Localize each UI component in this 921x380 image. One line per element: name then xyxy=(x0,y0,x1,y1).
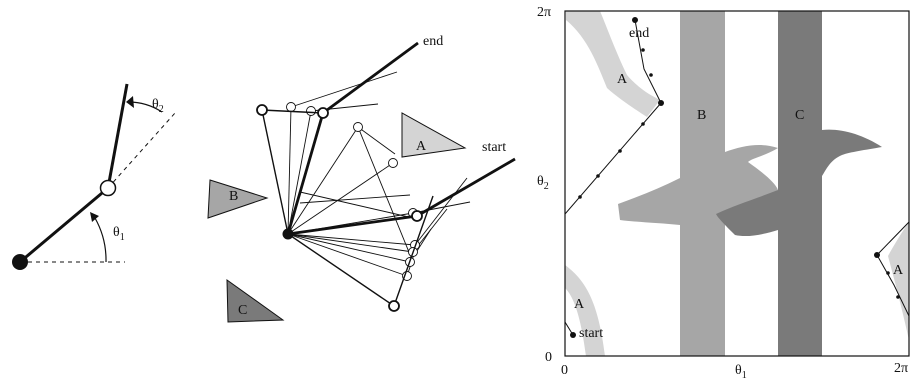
cspace-frame xyxy=(564,10,910,357)
arm-link-2 xyxy=(106,83,129,189)
arm-link-1 xyxy=(19,186,109,264)
cspace-region-a-right-label: A xyxy=(893,263,904,278)
cspace-region-b-label: B xyxy=(697,108,706,123)
intermediate-arm-poses xyxy=(287,71,471,277)
configuration-space-plot: A B C A A start end 2π θ2 0 0 θ1 2π xyxy=(537,5,910,380)
workspace-obstacle-a-label: A xyxy=(416,139,427,154)
start-elbow-joint xyxy=(411,210,423,222)
end-pose-link-2 xyxy=(322,41,419,115)
y-axis-origin-label: 0 xyxy=(545,350,552,365)
x-axis-label: θ1 xyxy=(735,363,747,380)
cspace-region-a-top-label: A xyxy=(617,72,628,87)
outline-corner-joint-top xyxy=(256,104,268,116)
workspace-base-joint xyxy=(282,228,294,240)
cspace-region-b xyxy=(618,11,778,356)
end-pose-link-1 xyxy=(286,112,325,235)
workspace-obstacle-a xyxy=(401,112,467,158)
cspace-region-c xyxy=(716,11,882,356)
cspace-start-label: start xyxy=(579,326,603,341)
theta1-arc-arrow xyxy=(94,217,107,263)
cspace-region-a-bottom-label: A xyxy=(574,297,585,312)
theta2-reference-line xyxy=(107,112,176,189)
theta2-label: θ2 xyxy=(152,97,164,115)
intermediate-joint-circles xyxy=(286,102,420,281)
workspace-diagram: A B C xyxy=(207,34,516,323)
cspace-region-c-label: C xyxy=(795,108,804,123)
y-axis-label: θ2 xyxy=(537,174,549,192)
start-pose-link-1 xyxy=(287,214,418,236)
theta1-arrowhead xyxy=(90,212,99,222)
workspace-obstacle-b-label: B xyxy=(229,189,238,204)
workspace-obstacle-c xyxy=(226,279,285,323)
cspace-region-a-bottom xyxy=(565,265,605,356)
theta1-label: θ1 xyxy=(113,225,125,243)
outline-corner-joint-bottom xyxy=(388,300,400,312)
end-elbow-joint xyxy=(317,107,329,119)
cspace-path xyxy=(565,19,909,336)
workspace-outline xyxy=(261,109,434,308)
arm-angle-diagram: θ1 θ2 xyxy=(12,83,176,270)
arm-base-joint xyxy=(12,254,28,270)
cspace-region-a-top xyxy=(566,11,660,117)
y-axis-max-label: 2π xyxy=(537,5,551,20)
theta2-arrowhead xyxy=(126,96,134,108)
workspace-obstacle-b xyxy=(207,179,269,219)
cspace-end-label: end xyxy=(629,26,649,41)
arm-elbow-joint xyxy=(99,179,117,197)
workspace-end-label: end xyxy=(423,34,443,49)
workspace-obstacle-c-label: C xyxy=(238,303,247,318)
workspace-outline-top xyxy=(261,109,324,114)
cspace-path-points xyxy=(570,17,900,338)
workspace-start-label: start xyxy=(482,140,506,155)
x-axis-max-label: 2π xyxy=(894,361,908,376)
x-axis-zero-label: 0 xyxy=(561,363,568,378)
cspace-region-a-right xyxy=(888,222,909,340)
start-pose-link-2 xyxy=(416,157,516,218)
